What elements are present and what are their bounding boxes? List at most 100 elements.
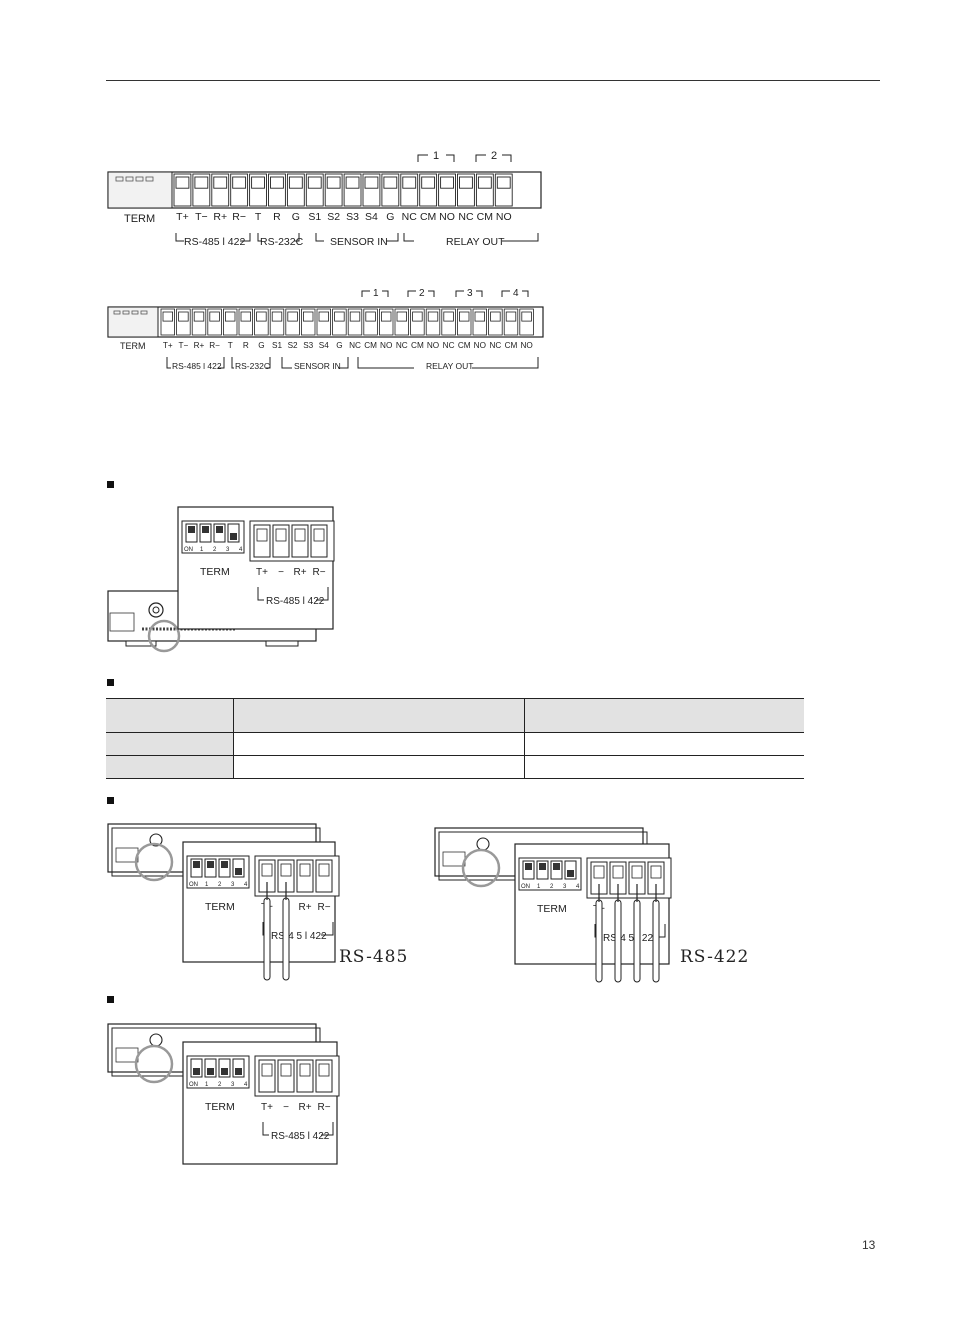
group-label: RS-485 l 422 [271,1131,330,1142]
dip-lever [539,863,546,870]
terminal-pin-screw [251,176,265,189]
terminal-pin-screw [396,311,408,322]
terminal-pin-screw [364,176,379,189]
pin-label: G [292,211,300,223]
pin-label: R− [317,1102,330,1113]
section-bullet [107,996,114,1003]
table-cell [233,732,525,756]
pin-label: CM [411,341,424,350]
dip-label: 3 [226,547,230,553]
pin-label: NC [349,341,361,350]
pin-label: S2 [327,211,340,223]
dip-label: ON [521,884,530,890]
group-sensor: SENSOR IN [294,361,341,371]
terminal-pin-screw [271,311,283,322]
pin-label: T− [179,341,189,350]
pin-label: NO [427,341,439,350]
terminal-pin-screw [334,311,345,322]
terminal-pin-screw [225,311,236,322]
pin-label: T [228,341,233,350]
bracket [321,922,334,936]
dip-lever [221,861,228,868]
dip-lever [221,1068,228,1075]
group-label: RS-4 5 l 422 [271,931,327,942]
page-number: 13 [862,1238,876,1252]
pin-label: T+ [261,1102,273,1113]
terminal-pin-screw [213,176,228,189]
dip-label: 1 [205,1082,209,1088]
pin-label: R+ [298,1102,311,1113]
terminal-pin-screw [261,1063,273,1077]
dip-label: ON [189,882,198,888]
terminal-pin-screw [178,311,189,322]
dip-label: 4 [239,547,243,553]
pin-label: − [283,1102,289,1113]
dip-label: 3 [231,882,235,888]
dip-label: ON [189,1082,198,1088]
group-rs485: RS-485 l 422 [172,361,222,371]
terminal-pin-screw [349,311,361,322]
group-label: RS-485 l 422 [266,596,325,607]
dip-label: 2 [550,884,554,890]
table-cell [233,755,525,779]
pin-label: NC [443,341,455,350]
pin-label: NC [458,211,474,223]
term-label: TERM [205,1101,235,1113]
pin-label: CM [505,341,518,350]
wire [614,899,622,983]
dip-label: 4 [244,882,248,888]
term-label: TERM [537,903,567,915]
dip-label: 1 [537,884,541,890]
caption-rs422: RS-422 [680,947,750,967]
dip-lever [525,863,532,870]
dip-label: ON [184,547,193,553]
pin-label: R− [312,567,325,578]
terminal-pin-screw [287,311,298,322]
pin-label: CM [364,341,377,350]
pin-label: R+ [293,567,306,578]
dip-label: 2 [218,1082,222,1088]
section-bullet [107,679,114,686]
dip-label: 4 [244,1082,248,1088]
dip-lever [193,861,200,868]
header-rule [106,80,880,81]
table-cell [106,755,234,779]
terminal-pin-screw [299,1063,311,1077]
caption-rs485: RS-485 [339,947,409,967]
wire [652,899,660,983]
termination-table [106,698,804,779]
dip-lever [207,1068,214,1075]
pin-label: R− [232,211,246,223]
relay-number: 2 [419,288,425,299]
dip-lever [567,870,574,877]
pin-label: S2 [288,341,298,350]
terminal-pin-screw [477,176,492,189]
pin-label: T− [195,211,208,223]
group-relay: RELAY OUT [426,361,473,371]
wire [263,897,271,981]
bracket [316,587,329,601]
terminal-pin-screw [443,311,454,322]
table-header-cell [233,698,525,733]
pin-label: NO [496,211,512,223]
pin-label: R+ [298,902,311,913]
pin-label: NO [520,341,532,350]
pin-label: R+ [194,341,205,350]
bracket [262,1122,269,1136]
terminal-pin-screw [256,311,267,322]
term-label: TERM [120,341,146,351]
term-label: TERM [200,566,230,578]
dip-lever [230,533,237,540]
terminal-pin-screw [232,176,247,189]
terminal-pin-screw [612,865,624,879]
terminal-pin-screw [209,311,220,322]
terminal-pin-screw [318,863,330,877]
dip-label: 1 [200,547,204,553]
dip-lever [216,526,223,533]
pin-label: NO [380,341,392,350]
